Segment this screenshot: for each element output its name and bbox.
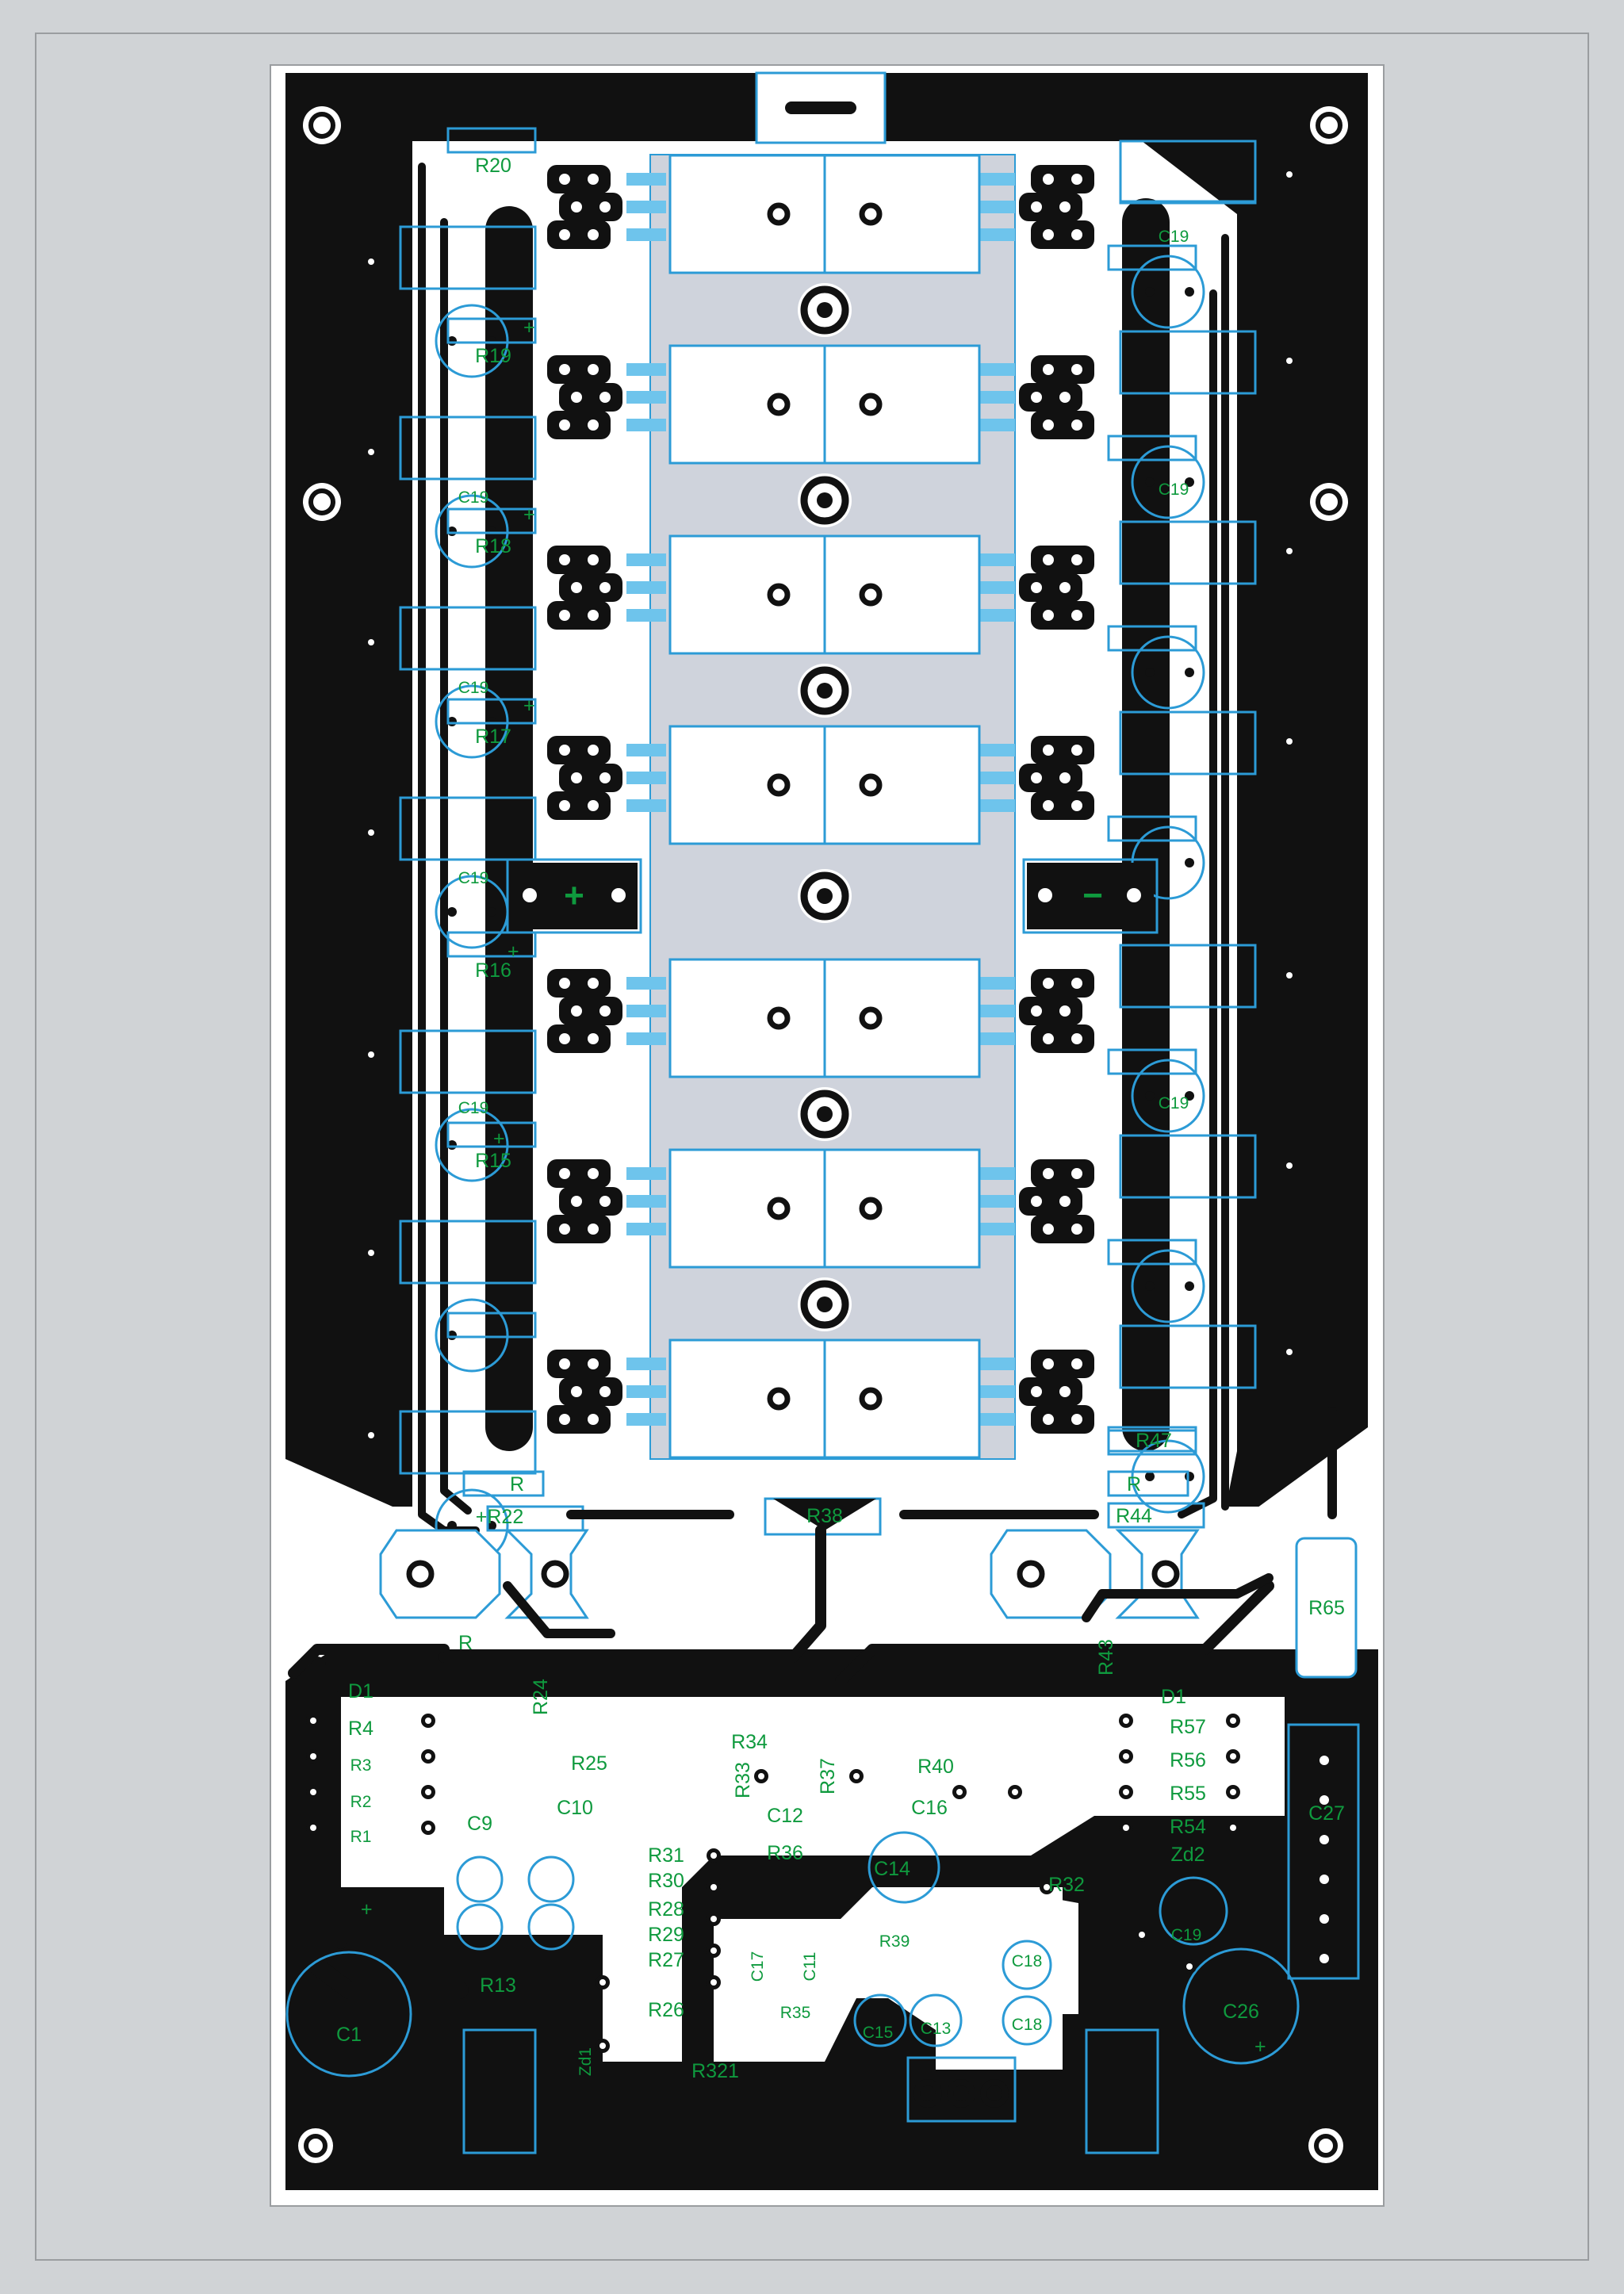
transistor-pair-row [547, 1148, 1094, 1269]
component-label: C26 [1223, 2001, 1259, 2023]
component-label: R30 [648, 1870, 684, 1892]
component-label: C1 [336, 2024, 362, 2046]
component-label: R27 [648, 1949, 684, 1971]
polarity-mark: + [523, 316, 535, 339]
component-label: R40 [917, 1756, 954, 1778]
polarity-mark: + [1254, 2035, 1266, 2058]
component-label: R38 [806, 1505, 843, 1527]
component-label: C15 [863, 2024, 894, 2042]
transistor-pair-row [547, 958, 1094, 1078]
component-label: C19 [1159, 481, 1189, 499]
component-label: R36 [767, 1842, 803, 1864]
component-label: +R22 [476, 1506, 523, 1528]
component-label: R24 [530, 1679, 552, 1715]
component-label: C17 [749, 1951, 767, 1982]
positive-terminal-label: + [564, 876, 584, 915]
component-label: C19 [1159, 228, 1189, 246]
component-label: C14 [874, 1858, 910, 1880]
component-label: R47 [1136, 1430, 1172, 1452]
component-label: R57 [1170, 1716, 1206, 1738]
polarity-mark: + [523, 695, 535, 717]
power-rails [418, 163, 1229, 1534]
power-transistor-array [547, 154, 1094, 1459]
component-label: R54 [1170, 1816, 1206, 1838]
component-label: R44 [1116, 1505, 1152, 1527]
transistor-pair-row [547, 344, 1094, 465]
component-label: R [510, 1473, 524, 1496]
polarity-mark: + [523, 504, 535, 526]
component-label: R18 [475, 535, 511, 557]
component-label: R34 [731, 1731, 768, 1753]
polarity-mark: + [508, 940, 519, 963]
component-label: R3 [350, 1756, 372, 1775]
bottom-silkscreen [285, 1714, 1300, 2154]
component-label: R26 [648, 1999, 684, 2021]
transistor-pair-row [547, 154, 1094, 274]
transistor-pair-row [547, 534, 1094, 655]
negative-terminal-label: − [1082, 876, 1103, 915]
component-label: R4 [348, 1718, 373, 1740]
component-label: R25 [571, 1752, 607, 1775]
component-label: C16 [911, 1797, 948, 1819]
power-terminal-positive: + [506, 858, 642, 934]
component-label: Zd1 [576, 2047, 595, 2076]
component-label: R321 [691, 2060, 739, 2082]
bottom-white-areas [341, 1697, 1285, 2070]
component-label: R37 [817, 1758, 839, 1794]
component-label: R [1127, 1473, 1141, 1496]
mounting-holes [298, 106, 1348, 2163]
component-label: C13 [921, 2020, 952, 2038]
driver-transistor-footprint [379, 1529, 589, 1619]
component-label: R33 [732, 1762, 754, 1798]
component-label: R35 [780, 2004, 811, 2022]
component-label: C19 [458, 679, 489, 697]
component-label: R39 [879, 1932, 910, 1951]
component-label: R43 [1095, 1639, 1117, 1676]
component-label: C19 [1159, 1094, 1189, 1113]
component-labels: R20R19C19R18C19R17C19R16C19R15C19C19C19R… [336, 155, 1345, 2082]
component-label: D1 [348, 1680, 373, 1702]
component-label: D1 [1161, 1686, 1186, 1708]
component-label: R19 [475, 345, 511, 367]
component-label: R32 [1048, 1874, 1085, 1896]
component-label: C19 [458, 1099, 489, 1117]
polarity-mark: + [493, 1128, 505, 1150]
component-label: C18 [1012, 1952, 1043, 1970]
power-terminal-negative: − [1022, 858, 1159, 934]
component-label: R16 [475, 959, 511, 982]
component-label: C9 [467, 1813, 492, 1835]
component-label: C12 [767, 1805, 803, 1827]
component-label: R56 [1170, 1749, 1206, 1771]
component-label: R55 [1170, 1783, 1206, 1805]
component-label: R13 [480, 1974, 516, 1997]
component-label: C11 [801, 1952, 819, 1982]
component-label: Zd2 [1170, 1844, 1205, 1866]
component-label: C19 [458, 869, 489, 887]
component-label: C18 [1012, 2016, 1043, 2034]
component-label: R29 [648, 1924, 684, 1946]
polarity-mark: + [361, 1898, 373, 1921]
transistor-pair-row [547, 725, 1094, 845]
component-label: C27 [1308, 1802, 1345, 1825]
component-label: C19 [1171, 1926, 1202, 1944]
component-label: R65 [1308, 1597, 1345, 1619]
component-label: R31 [648, 1844, 684, 1867]
component-label: R2 [350, 1793, 372, 1811]
component-label: R [458, 1632, 473, 1654]
component-label: R20 [475, 155, 511, 177]
component-label: R17 [475, 726, 511, 748]
transistor-pair-row [547, 1338, 1094, 1459]
component-label: C10 [557, 1797, 593, 1819]
component-label: R28 [648, 1898, 684, 1921]
top-silkscreen [379, 127, 1362, 1980]
component-label: R1 [350, 1828, 372, 1846]
component-label: R15 [475, 1150, 511, 1172]
component-label: C19 [458, 488, 489, 507]
vias [368, 171, 1293, 1438]
